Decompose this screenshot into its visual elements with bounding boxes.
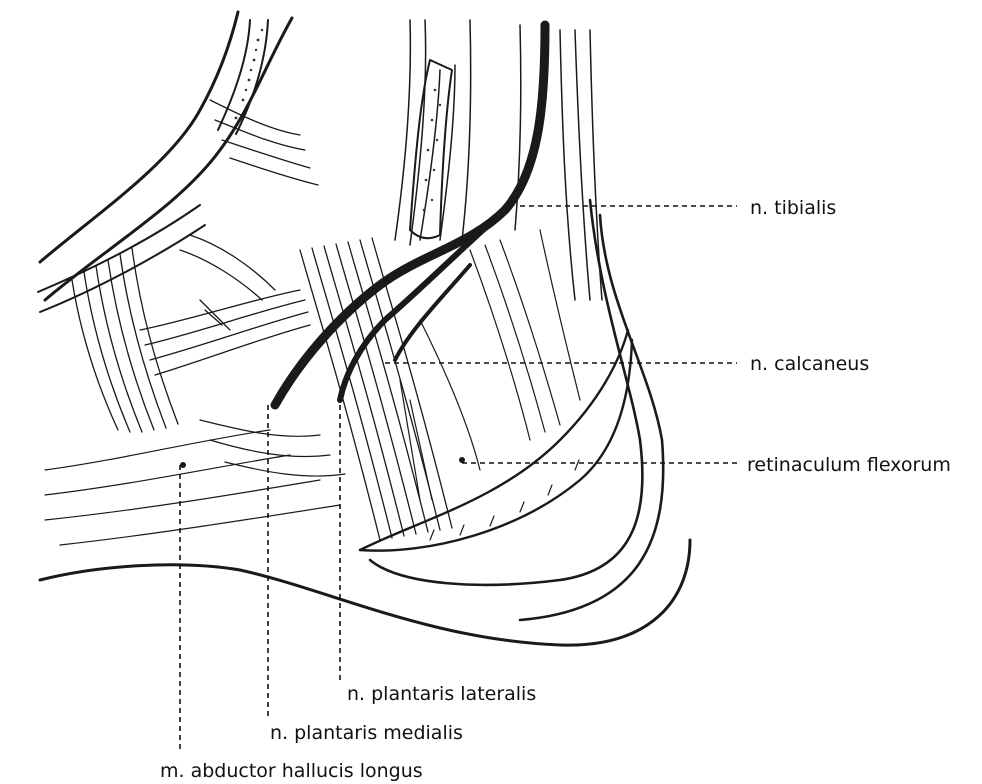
label-m-abductor-hallucis-longus: m. abductor hallucis longus [160, 760, 423, 782]
stipple-sheath [423, 89, 441, 212]
label-n-plantaris-medialis: n. plantaris medialis [270, 722, 463, 744]
abductor-dot [180, 462, 186, 468]
leader-lines [180, 206, 737, 750]
abductor-fibres [45, 420, 345, 545]
central-fibres [140, 100, 318, 375]
label-retinaculum-flexorum: retinaculum flexorum [747, 454, 951, 476]
label-n-calcaneus: n. calcaneus [750, 353, 869, 375]
calcaneus-dot [459, 457, 465, 463]
illustration [38, 12, 690, 645]
heel-fibres [400, 230, 580, 500]
label-n-plantaris-lateralis: n. plantaris lateralis [347, 683, 536, 705]
label-n-tibialis: n. tibialis [750, 197, 836, 219]
left-muscle-fibres [72, 248, 178, 432]
